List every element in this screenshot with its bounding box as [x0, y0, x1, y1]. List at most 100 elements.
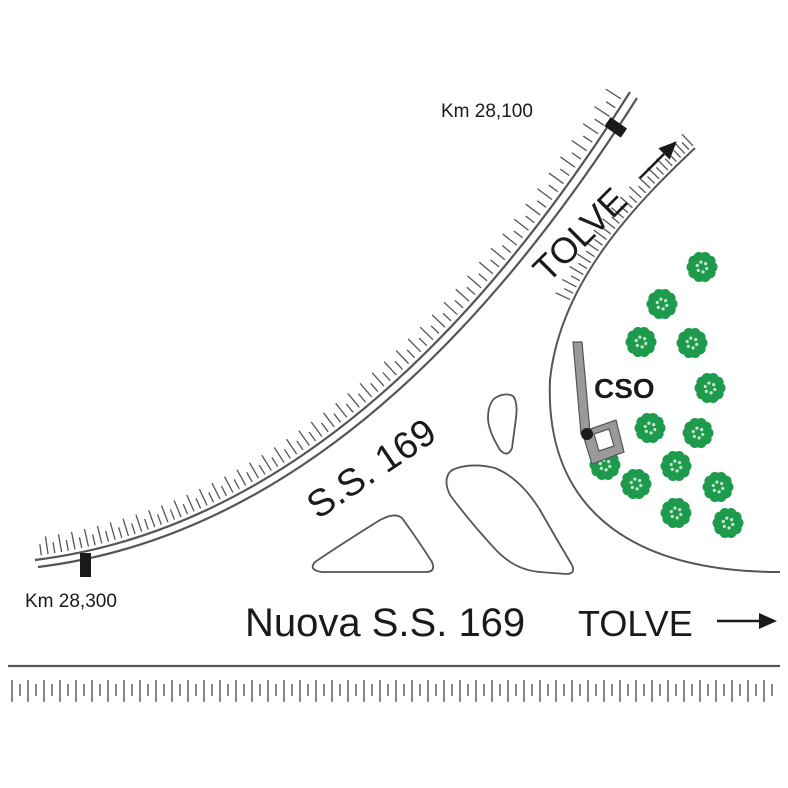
embankment-tick: [611, 216, 620, 224]
embankment-tick: [258, 464, 266, 475]
building-icon: [572, 341, 625, 465]
km-marker-icon: [80, 553, 91, 577]
tree-icon: [694, 372, 726, 404]
embankment-tick: [490, 259, 500, 268]
embankment-tick: [466, 286, 476, 296]
embankment-tick: [582, 123, 599, 135]
embankment-tick: [173, 500, 182, 518]
old-road-edge-inner: [37, 97, 638, 569]
embankment-tick: [57, 534, 63, 553]
embankment-tick: [628, 195, 638, 204]
embankment-tick: [442, 312, 452, 322]
embankment-tick: [44, 536, 49, 555]
embankment-tick: [584, 241, 599, 252]
embankment-tick: [406, 349, 416, 359]
embankment-tick: [582, 135, 593, 143]
embankment-tick: [118, 527, 123, 539]
embankment-tick: [638, 176, 651, 189]
embankment-tick: [394, 360, 403, 370]
embankment-tick: [513, 230, 523, 239]
embankment-tick: [359, 382, 373, 398]
tree-icon: [660, 497, 692, 529]
embankment-tick: [246, 472, 253, 483]
embankment-tick: [629, 186, 642, 199]
embankment-tick: [431, 314, 446, 328]
embankment-tick: [407, 338, 422, 353]
embankment-tick: [418, 337, 428, 347]
arrow-icon: [639, 141, 677, 179]
embankment-tick: [620, 205, 629, 214]
embankment-tick: [490, 247, 506, 261]
embankment-tick: [223, 476, 234, 493]
embankment-tick: [347, 393, 360, 408]
embankment-tick: [605, 101, 616, 109]
building-wall: [572, 341, 591, 435]
km-label-top: Km 28,100: [441, 101, 533, 122]
tree-icon: [660, 450, 692, 482]
embankment-tick: [569, 265, 584, 276]
building-node: [581, 428, 593, 440]
embankment-tick: [208, 492, 215, 503]
embankment-tick: [559, 168, 570, 177]
embankment-tick: [478, 261, 494, 275]
tree-icon: [712, 507, 744, 539]
embankment-tick: [298, 430, 310, 446]
old-road-embankment-ticks: [39, 88, 622, 556]
embankment-tick: [52, 542, 56, 554]
embankment-tick: [370, 382, 379, 393]
embankment-tick: [382, 372, 391, 382]
embankment-tick: [286, 438, 298, 455]
embankment-tick: [610, 207, 625, 219]
embankment-tick: [673, 149, 682, 158]
embankment-tick: [443, 301, 458, 315]
embankment-tick: [637, 185, 647, 194]
embankment-tick: [501, 245, 512, 253]
embankment-tick: [454, 299, 464, 309]
embankment-tick: [571, 152, 582, 160]
embankment-tick: [148, 509, 156, 528]
embankment-tick: [383, 361, 397, 376]
tree-icon: [646, 288, 678, 320]
embankment-tick: [78, 537, 83, 549]
embankment-tick: [681, 141, 690, 151]
embankment-tick: [310, 421, 323, 437]
traffic-islands: [311, 393, 575, 575]
embankment-tick: [248, 462, 260, 479]
embankment-tick: [233, 479, 240, 490]
site-label: CSO: [594, 373, 655, 404]
embankment-tick: [135, 514, 143, 532]
embankment-tick: [548, 172, 564, 185]
embankment-tick: [619, 196, 633, 209]
embankment-tick: [561, 278, 577, 288]
embankment-tick: [91, 534, 96, 546]
embankment-tick: [236, 469, 247, 486]
embankment-tick: [681, 133, 694, 147]
embankment-tick: [345, 403, 354, 413]
embankment-tick: [65, 539, 69, 551]
km-label-bottom: Km 28,300: [25, 591, 117, 612]
tree-icon: [702, 471, 734, 503]
embankment-tick: [182, 503, 189, 515]
embankment-tick: [283, 448, 291, 459]
embankment-tick: [655, 166, 664, 175]
embankment-tick: [576, 253, 592, 264]
embankment-tick: [664, 158, 673, 167]
embankment-tick: [357, 393, 367, 403]
embankment-tick: [156, 514, 163, 525]
embankment-tick: [96, 525, 103, 544]
embankment-tick: [525, 203, 541, 216]
tree-icon: [676, 327, 708, 359]
embankment-tick: [563, 288, 574, 294]
traffic-island: [311, 514, 435, 573]
embankment-tick: [220, 485, 228, 497]
embankment-tick: [594, 118, 605, 126]
embankment-tick: [467, 275, 482, 289]
tree-icon: [686, 251, 718, 283]
new-road-embankment-ticks: [11, 680, 773, 702]
embankment-tick: [83, 528, 90, 547]
traffic-island: [445, 464, 575, 575]
embankment-tick: [593, 229, 608, 241]
embankment-tick: [559, 156, 576, 168]
embankment-tick: [594, 238, 603, 246]
